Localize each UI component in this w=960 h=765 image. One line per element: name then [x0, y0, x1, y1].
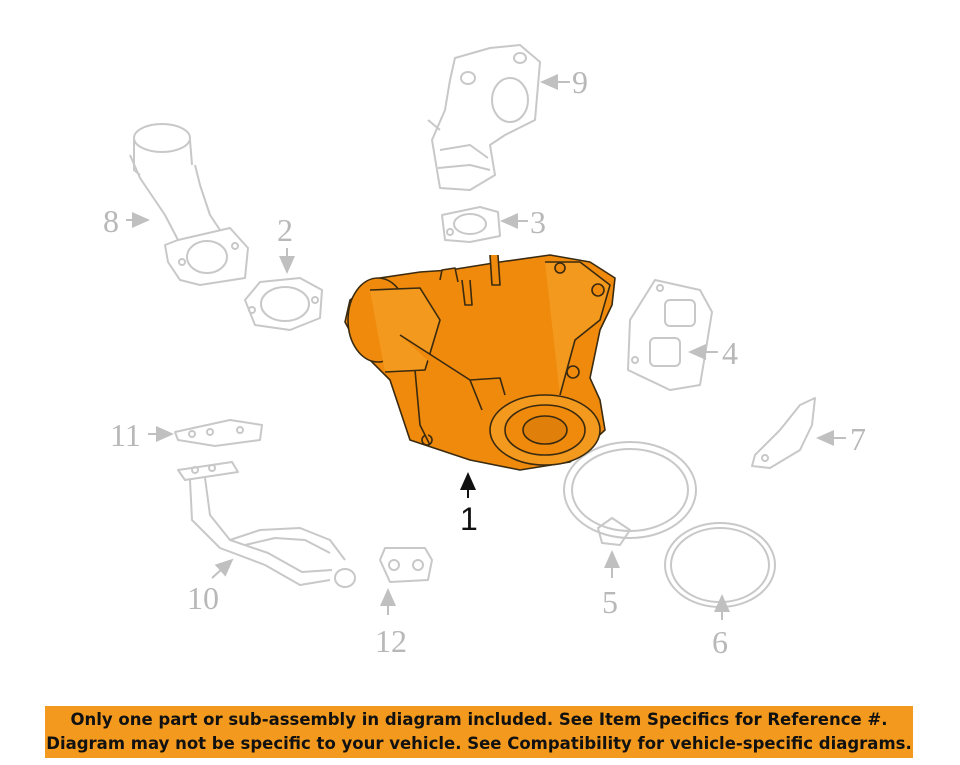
- part-3-gasket: [441, 206, 501, 243]
- callout-5: 5: [602, 584, 618, 620]
- callout-11: 11: [110, 417, 141, 453]
- disclaimer-line-2: Diagram may not be specific to your vehi…: [46, 734, 912, 753]
- callout-2: 2: [277, 212, 293, 248]
- part-11-gasket: [174, 419, 263, 447]
- part-8-intake-pipe: [129, 123, 249, 286]
- disclaimer-banner: Only one part or sub-assembly in diagram…: [45, 706, 913, 758]
- callout-9: 9: [572, 64, 588, 100]
- parts-diagram: [126, 44, 846, 620]
- callout-4: 4: [722, 335, 738, 371]
- part-7-bracket: [751, 397, 816, 469]
- part-12-gasket: [379, 547, 433, 583]
- part-1-turbocharger: [344, 254, 616, 471]
- callout-8: 8: [103, 203, 119, 239]
- callout-10: 10: [187, 580, 219, 616]
- callout-12: 12: [375, 623, 407, 659]
- callout-3: 3: [530, 204, 546, 240]
- part-10-oil-line: [177, 461, 356, 588]
- diagram-drawing: [126, 44, 846, 620]
- part-6-o-ring: [664, 522, 776, 608]
- part-9-exhaust-elbow: [427, 44, 541, 191]
- part-4-gasket: [627, 279, 713, 391]
- part-2-gasket: [244, 277, 323, 331]
- disclaimer-line-1: Only one part or sub-assembly in diagram…: [70, 710, 888, 729]
- callout-7: 7: [850, 421, 866, 457]
- callout-1: 1: [460, 501, 478, 537]
- part-5-clamp: [563, 441, 697, 546]
- callout-6: 6: [712, 624, 728, 660]
